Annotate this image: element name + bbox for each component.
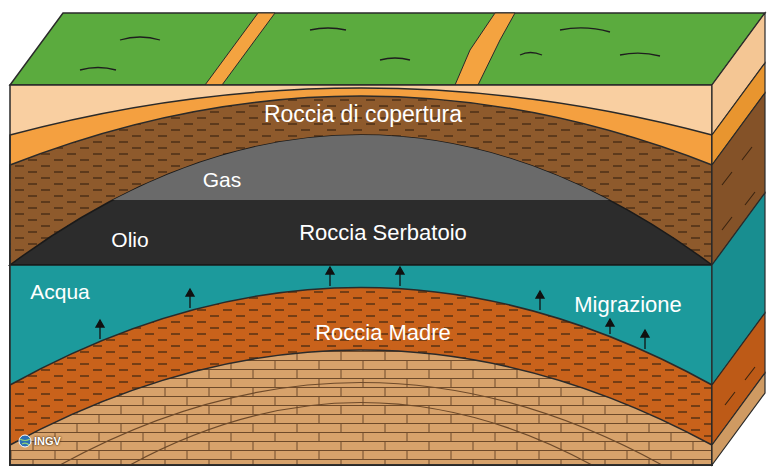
ground-surface	[10, 13, 765, 85]
layer-label: Gas	[203, 168, 242, 191]
layer-label: Roccia di copertura	[264, 102, 462, 127]
logo-globe	[19, 435, 31, 447]
migration-arrows	[96, 267, 649, 349]
side-face	[712, 13, 765, 465]
layer-label: Roccia Serbatoio	[299, 221, 467, 245]
layer-label: Acqua	[30, 280, 90, 303]
rock-layers	[10, 85, 712, 465]
watermark: INGV	[34, 435, 61, 447]
layer-label: Olio	[111, 228, 148, 251]
layer-label: Roccia Madre	[315, 321, 451, 345]
process-label: Migrazione	[574, 293, 682, 317]
